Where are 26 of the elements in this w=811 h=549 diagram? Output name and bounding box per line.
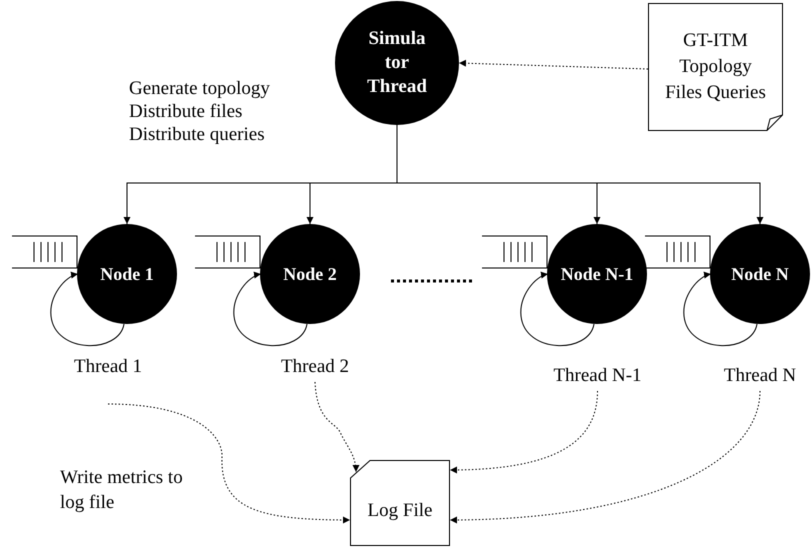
node-text: GT-ITM Topology Files Queries xyxy=(664,29,767,105)
thread-label: Thread N xyxy=(712,364,808,388)
node-text: Simula tor Thread xyxy=(366,27,428,99)
node-text: Node N-1 xyxy=(560,262,634,286)
node-text: Node 2 xyxy=(283,262,337,286)
arrow xyxy=(108,404,350,524)
note-text: Write metrics to log file xyxy=(60,466,184,515)
arrow xyxy=(458,60,648,70)
arrow xyxy=(50,272,124,346)
arrow xyxy=(233,272,308,346)
thread-label: Thread 2 xyxy=(270,355,360,379)
note-text: Distribute files xyxy=(129,100,244,124)
arrow xyxy=(450,390,760,524)
arrow xyxy=(683,272,758,346)
arrow xyxy=(314,382,360,472)
file-shape xyxy=(350,460,450,546)
note-text: Distribute queries xyxy=(129,123,266,147)
thread-label: Thread 1 xyxy=(63,355,153,379)
document-shape xyxy=(648,3,783,131)
arrow xyxy=(450,390,598,474)
note-text: Generate topology xyxy=(129,77,271,101)
thread-label: Thread N-1 xyxy=(540,364,655,388)
node-text: Log File xyxy=(368,498,432,523)
node-text: Node N xyxy=(731,262,789,286)
arrow xyxy=(520,272,594,346)
node-text: Node 1 xyxy=(100,262,154,286)
